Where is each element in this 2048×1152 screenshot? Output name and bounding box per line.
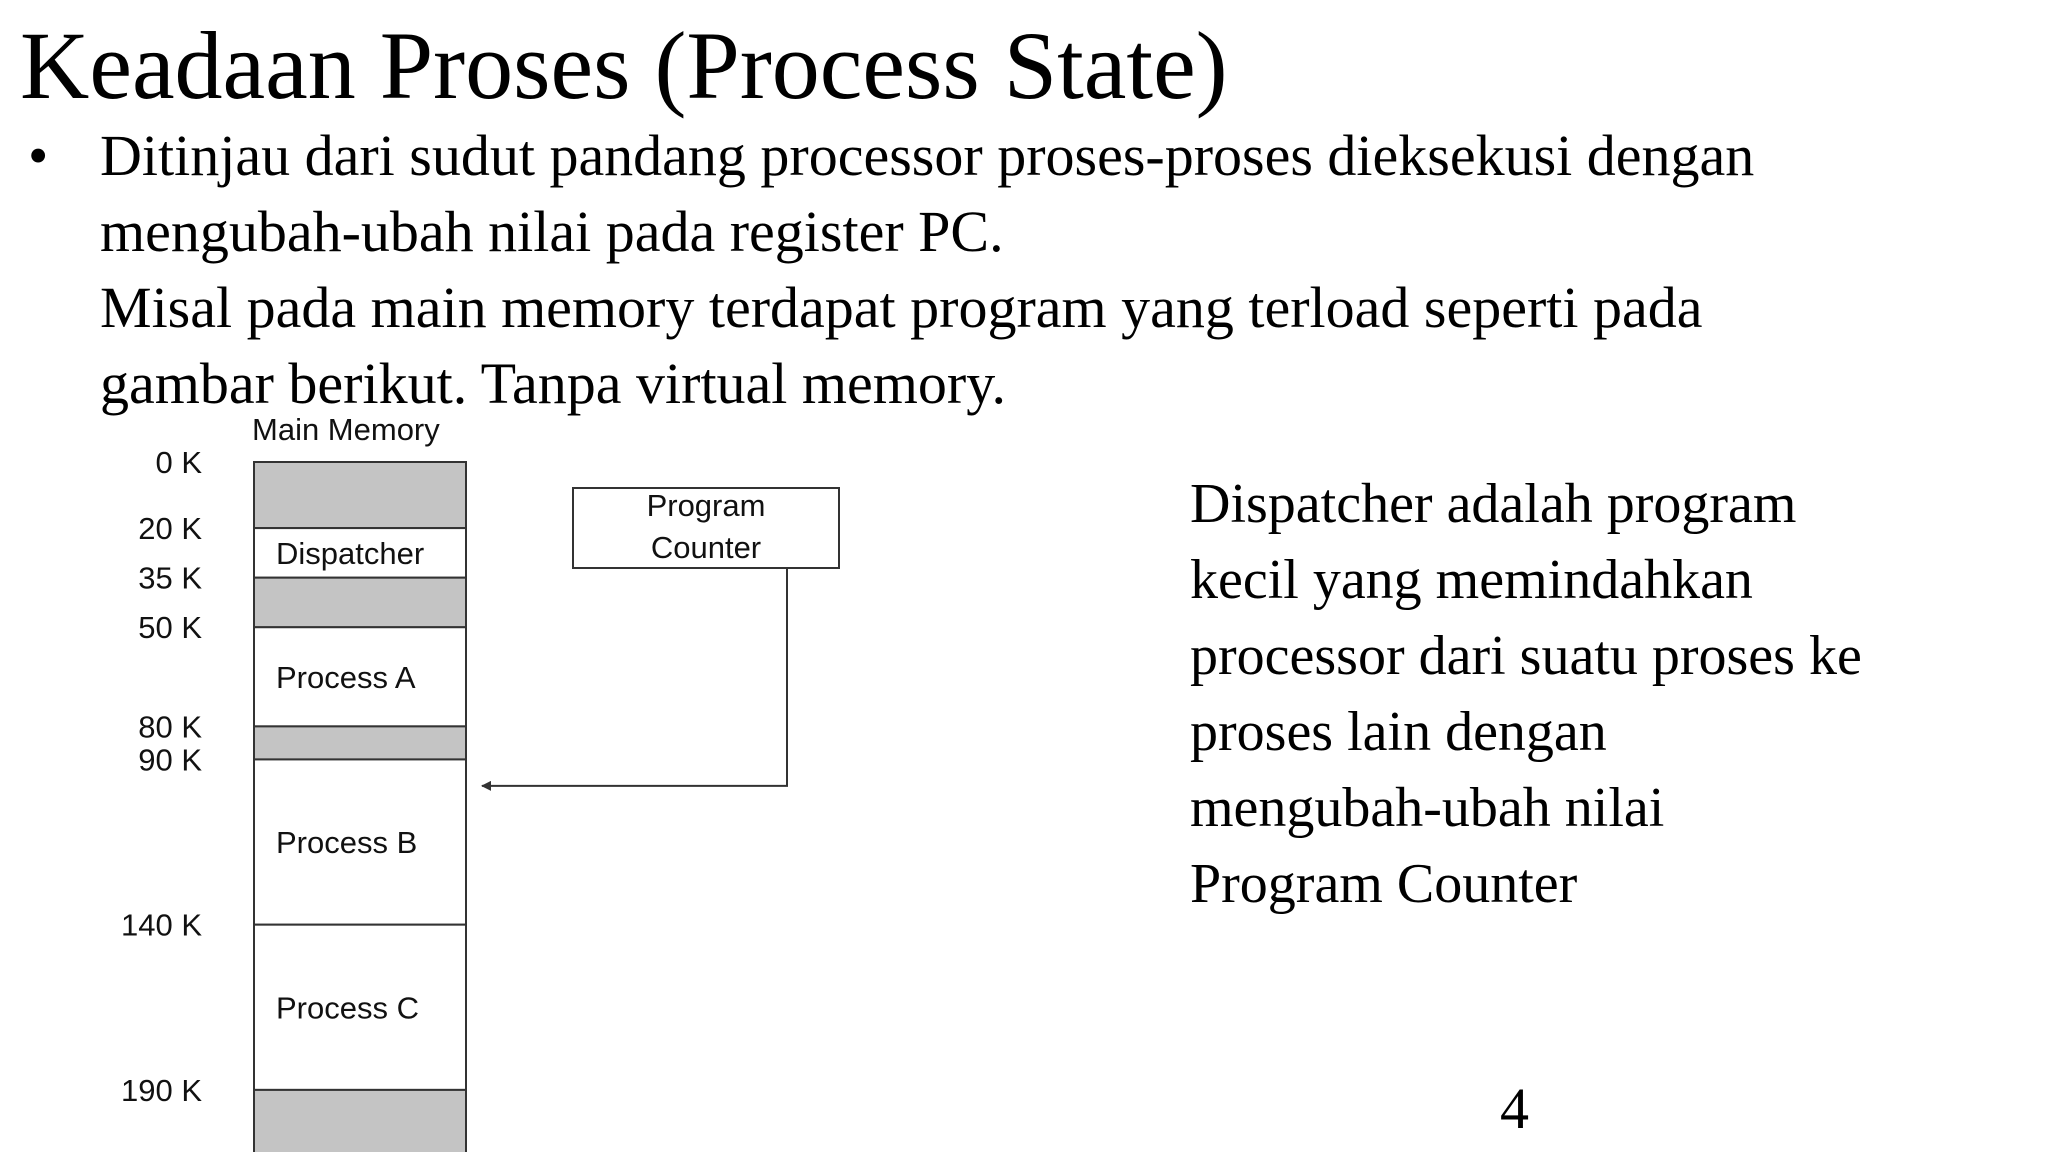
memory-segment (253, 461, 467, 530)
memory-segment (253, 923, 467, 1091)
note-line: kecil yang memindahkan (1190, 549, 1753, 611)
bullet-text: Ditinjau dari sudut pandang processor pr… (100, 118, 1980, 422)
memory-segment (253, 725, 467, 761)
bullet-line: Misal pada main memory terdapat program … (100, 275, 1703, 340)
program-counter-box (572, 487, 840, 569)
memory-segment (253, 576, 467, 629)
memory-segment-label: Process B (276, 825, 417, 860)
program-counter-arrow (481, 568, 788, 791)
bullet-line: mengubah-ubah nilai pada register PC. (100, 199, 1004, 264)
memory-segment-label: Process A (276, 660, 416, 695)
address-label: 140 K (121, 908, 202, 943)
address-label: 20 K (138, 511, 202, 546)
memory-segment (253, 758, 467, 926)
dispatcher-note: Dispatcher adalah program kecil yang mem… (1190, 466, 1862, 922)
slide-title: Keadaan Proses (Process State) (20, 12, 1228, 119)
bullet-line: gambar berikut. Tanpa virtual memory. (100, 351, 1006, 416)
note-line: mengubah-ubah nilai (1190, 777, 1665, 839)
bullet-marker: • (28, 123, 49, 188)
address-label: 35 K (138, 561, 202, 596)
program-counter: Program Counter (481, 487, 840, 791)
memory-segment (253, 1088, 467, 1152)
memory-segment-label: Process C (276, 990, 419, 1025)
program-counter-label: Program (647, 488, 766, 523)
address-labels: 0 K 20 K 35 K 50 K 80 K90 K 140 K 190 K (121, 445, 202, 1108)
address-label: 80 K (138, 709, 202, 744)
address-label: 90 K (138, 742, 202, 777)
note-line: Program Counter (1190, 853, 1578, 915)
note-line: proses lain dengan (1190, 701, 1607, 763)
page-number: 4 (1500, 1076, 1529, 1141)
bullet-line: Ditinjau dari sudut pandang processor pr… (100, 123, 1755, 188)
address-label: 190 K (121, 1073, 202, 1108)
address-label: 0 K (155, 445, 202, 480)
memory-segment-label: Dispatcher (276, 536, 424, 571)
note-line: processor dari suatu proses ke (1190, 625, 1862, 687)
note-line: Dispatcher adalah program (1190, 473, 1797, 535)
program-counter-label: Counter (651, 530, 761, 565)
diagram-title: Main Memory (252, 412, 440, 447)
address-label: 50 K (138, 610, 202, 645)
memory-segment (253, 626, 467, 728)
memory-segment (253, 527, 467, 579)
